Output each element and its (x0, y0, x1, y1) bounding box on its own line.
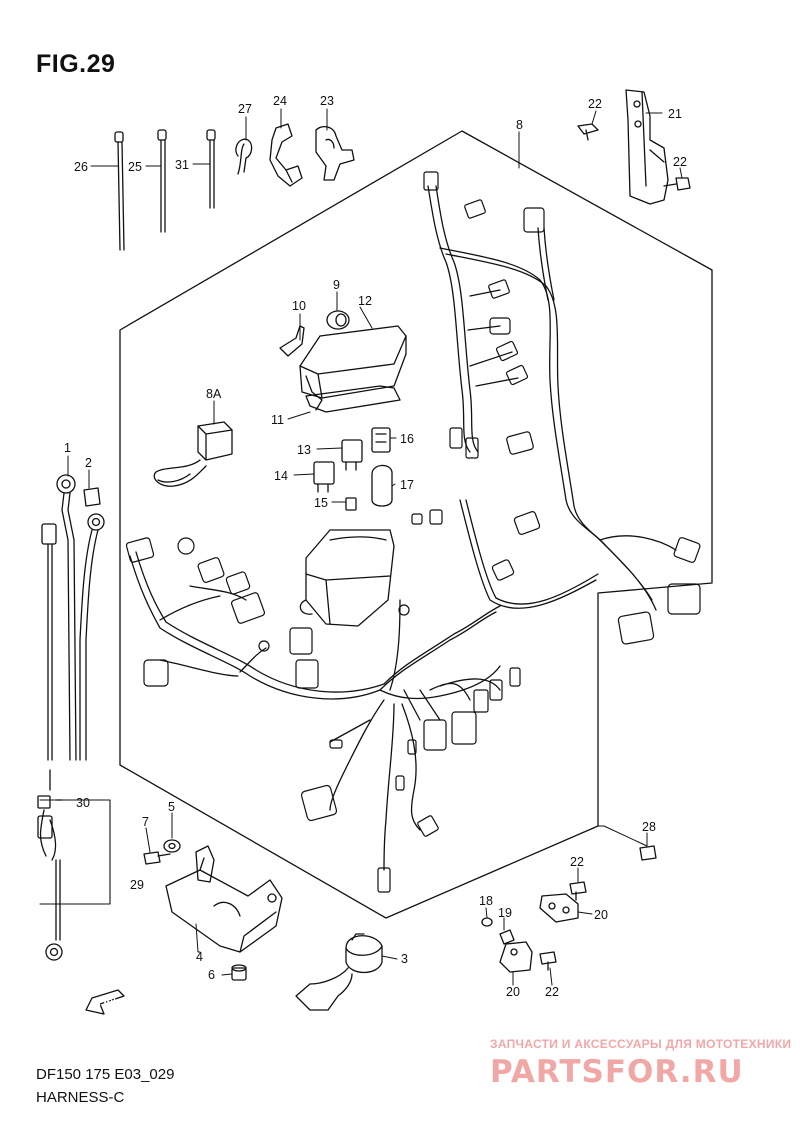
callout-1: 1 (64, 441, 71, 455)
callout-4: 4 (196, 950, 203, 964)
cable-tie-25 (157, 129, 167, 233)
callout-27: 27 (238, 102, 252, 116)
callout-16: 16 (400, 432, 414, 446)
screw-28 (639, 845, 657, 861)
callout-28: 28 (642, 820, 656, 834)
bracket-29-30 (39, 799, 111, 905)
callout-6: 6 (208, 968, 215, 982)
callout-17: 17 (400, 478, 414, 492)
cable-tie-31 (206, 129, 216, 209)
callout-20-lower: 20 (506, 985, 520, 999)
gasket-11 (305, 385, 401, 413)
callout-24: 24 (273, 94, 287, 108)
callout-22-top: 22 (588, 97, 602, 111)
bracket-21 (625, 89, 669, 205)
callout-21: 21 (668, 107, 682, 121)
grommet-9 (326, 310, 350, 330)
grommet-6 (231, 964, 247, 981)
callout-26: 26 (74, 160, 88, 174)
relay-13 (341, 439, 363, 471)
callout-23: 23 (320, 94, 334, 108)
relay-14 (313, 461, 335, 493)
watermark-tagline: ЗАПЧАСТИ И АКСЕССУАРЫ ДЛЯ МОТОТЕХНИКИ (490, 1037, 792, 1051)
callout-14: 14 (274, 469, 288, 483)
connector-group-right (411, 171, 701, 645)
callout-15: 15 (314, 496, 328, 510)
figure-code: DF150 175 E03_029 (36, 1066, 175, 1083)
callout-2: 2 (85, 456, 92, 470)
callout-19: 19 (498, 906, 512, 920)
figure-title: FIG.29 (36, 50, 116, 78)
nut-19 (499, 929, 515, 945)
clip-10 (279, 325, 305, 357)
callout-13: 13 (297, 443, 311, 457)
bolt-7 (143, 851, 171, 865)
callout-10: 10 (292, 299, 306, 313)
harness-right-branch (427, 185, 677, 611)
fuse-15 (345, 497, 357, 511)
fuse-holder-16 (371, 427, 391, 453)
callout-8: 8 (516, 118, 523, 132)
bracket-20-upper (539, 893, 579, 923)
harness-left-main (129, 551, 501, 871)
cable-29 (37, 523, 63, 961)
leader-lines (67, 108, 683, 986)
washer-18 (481, 917, 493, 927)
bracket-20-lower (499, 941, 533, 973)
clip-27 (235, 138, 253, 175)
bolt-22-top (577, 123, 599, 141)
clamp-24 (269, 123, 303, 187)
callout-30: 30 (76, 796, 90, 810)
callout-22-low: 22 (545, 985, 559, 999)
callout-12: 12 (358, 294, 372, 308)
cable-tie-26 (114, 131, 125, 251)
connector-group-left (125, 537, 521, 893)
callout-25: 25 (128, 160, 142, 174)
callout-31: 31 (175, 158, 189, 172)
main-fuse-holder (299, 529, 395, 627)
callout-22-mid: 22 (570, 855, 584, 869)
callout-22-right: 22 (673, 155, 687, 169)
fwd-arrow-icon (85, 989, 125, 1015)
relay-8a (153, 421, 233, 487)
bolt-22-low (539, 951, 557, 971)
callout-7: 7 (142, 815, 149, 829)
cap-17 (371, 464, 393, 507)
callout-29: 29 (130, 878, 144, 892)
battery-cable-1 (56, 474, 77, 761)
clamp-23 (315, 125, 355, 181)
battery-cable-ground (79, 513, 105, 761)
callout-3: 3 (401, 952, 408, 966)
bolt-22-mid (569, 881, 587, 901)
callout-8a: 8A (206, 387, 222, 401)
callout-5: 5 (168, 800, 175, 814)
watermark-logo-text: PARTSFOR.RU (490, 1054, 744, 1090)
fuse-box-12 (299, 325, 407, 411)
bracket-4 (165, 845, 283, 953)
figure-name: HARNESS-C (36, 1089, 125, 1106)
bolt-22-right (663, 177, 691, 191)
watermark-logo: PARTSFOR.RU (488, 1050, 788, 1090)
callout-11: 11 (271, 413, 284, 427)
buzzer-3 (295, 933, 383, 1011)
cap-2 (83, 487, 101, 507)
callout-20-upper: 20 (594, 908, 608, 922)
callout-labels: 26 25 31 27 24 23 8 22 21 22 10 9 12 8A … (64, 94, 687, 1008)
callout-18: 18 (479, 894, 493, 908)
callout-9: 9 (333, 278, 340, 292)
washer-5 (163, 839, 181, 853)
